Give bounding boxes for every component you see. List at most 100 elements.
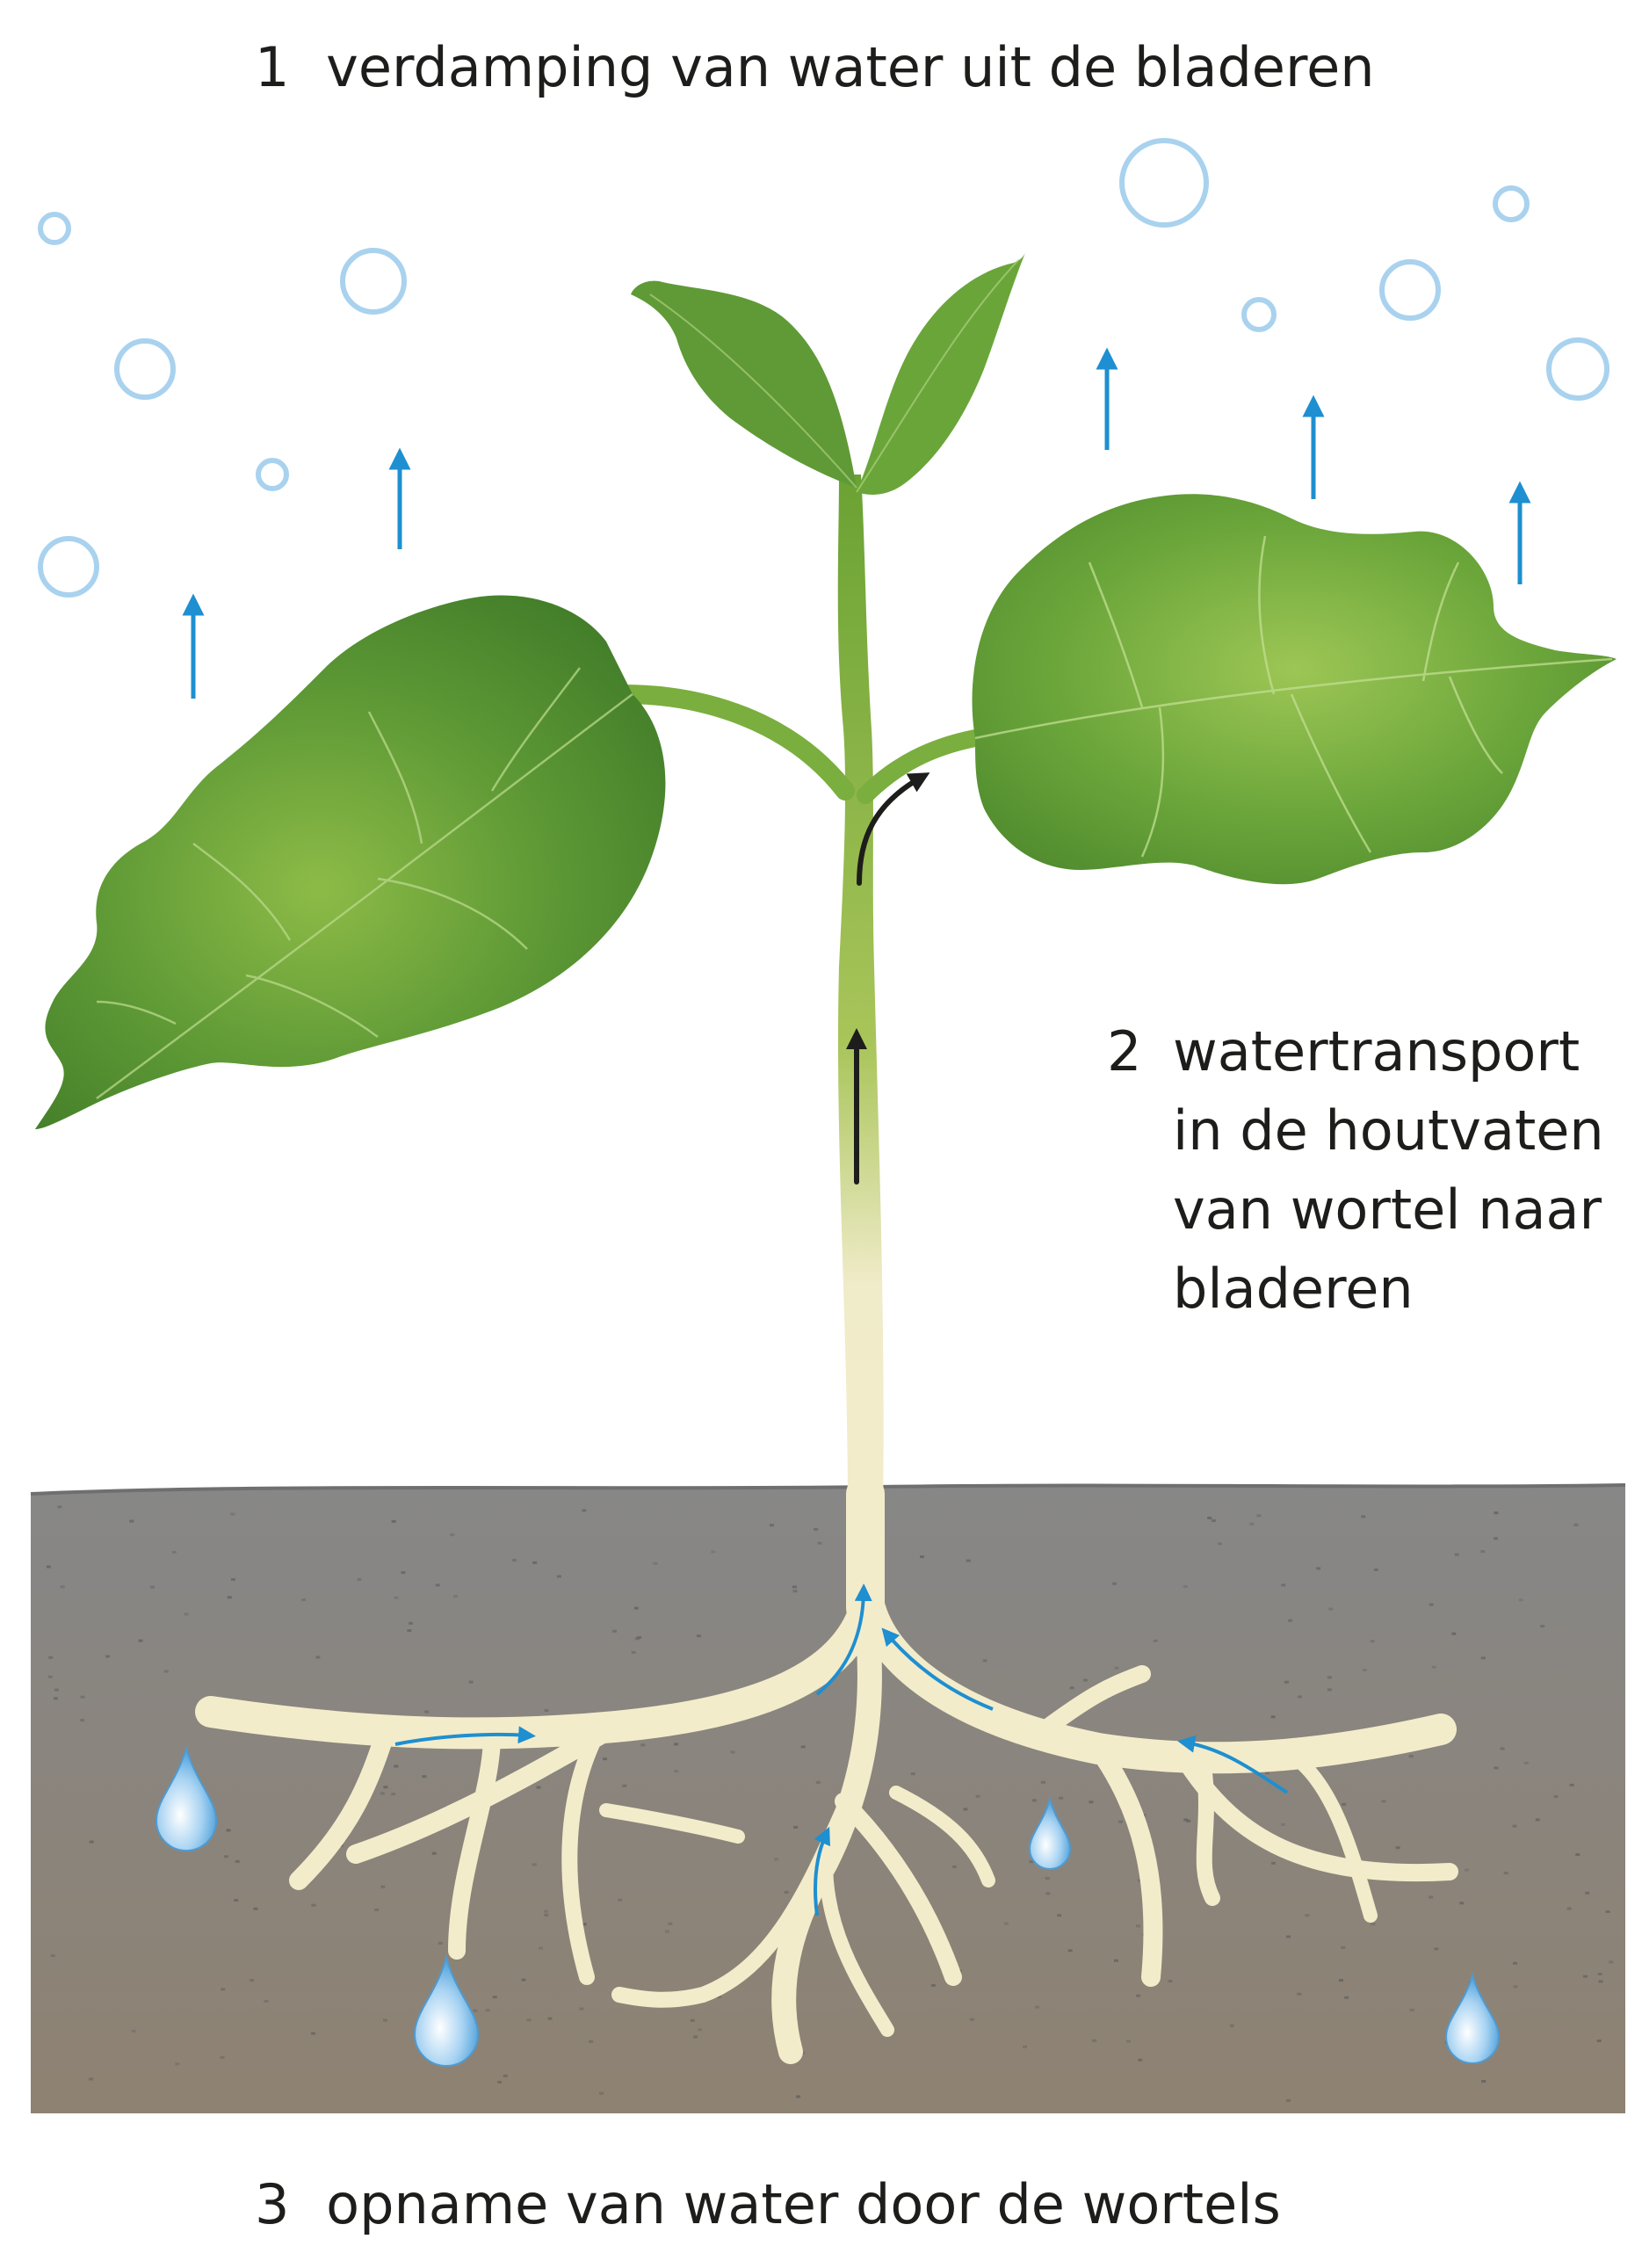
soil-speck (1138, 2059, 1142, 2061)
soil-speck (1524, 1762, 1529, 1764)
vapour-bubble (1244, 300, 1274, 330)
soil-speck (1045, 1892, 1050, 1895)
soil-speck (54, 1697, 58, 1699)
soil-speck (1004, 1923, 1009, 1925)
soil-speck (1597, 2040, 1602, 2042)
soil-speck (1481, 2080, 1486, 2083)
label-transport-line: in de houtvaten (1173, 1098, 1604, 1163)
soil-speck (1341, 1946, 1345, 1949)
soil-speck (817, 1542, 821, 1545)
soil-speck (548, 2018, 553, 2020)
soil-speck (139, 1640, 143, 1642)
soil-speck (952, 1866, 957, 1868)
soil-speck (1575, 1853, 1580, 1856)
soil-speck (235, 1860, 240, 1863)
soil-speck (374, 1909, 379, 1911)
soil-speck (1371, 1923, 1375, 1925)
soil-speck (105, 1656, 110, 1658)
soil-speck (436, 1583, 440, 1586)
soil-speck (1344, 1996, 1349, 1999)
soil-speck (522, 1979, 526, 1982)
soil-speck (486, 2009, 490, 2011)
soil-speck (539, 1947, 543, 1950)
top-left-leaf (631, 281, 857, 488)
soil-speck (1070, 1686, 1074, 1689)
soil-speck (1494, 1766, 1498, 1769)
soil-speck (1298, 1696, 1302, 1699)
soil-speck (1585, 1892, 1589, 1895)
soil-speck (1606, 1910, 1610, 1913)
soil-speck (1041, 1781, 1045, 1784)
soil-speck (228, 1596, 232, 1598)
soil-speck (1382, 1800, 1386, 1802)
soil-speck (1540, 1625, 1544, 1627)
soil-speck (493, 1996, 497, 1998)
vapour-bubble (258, 460, 286, 489)
soil-speck (1126, 2040, 1131, 2042)
label-transport-line: watertransport (1173, 1019, 1580, 1083)
soil-speck (438, 1942, 443, 1945)
soil-speck (665, 1931, 669, 1933)
soil-speck (150, 1586, 155, 1589)
soil-speck (1519, 1598, 1523, 1601)
soil-speck (1035, 2006, 1039, 2009)
soil-speck (1480, 1550, 1485, 1553)
soil-speck (653, 1562, 657, 1565)
soil-speck (394, 1765, 398, 1768)
right-petiole (865, 738, 975, 795)
soil-speck (1286, 2099, 1291, 2102)
soil-speck (432, 1852, 437, 1855)
label-evaporation-number: 1 (255, 35, 289, 99)
soil-speck (80, 1719, 84, 1721)
soil-speck (383, 1786, 387, 1788)
soil-speck (184, 1612, 189, 1615)
soil-speck (512, 1559, 517, 1562)
soil-speck (264, 2000, 269, 2003)
soil-speck (453, 1595, 458, 1598)
soil-speck (315, 1656, 320, 1659)
soil-speck (1451, 1633, 1456, 1635)
vapour-bubble (1495, 188, 1527, 220)
soil-speck (816, 1781, 821, 1784)
label-transport-line: van wortel naar (1173, 1177, 1602, 1242)
soil-speck (1361, 1515, 1365, 1518)
soil-speck (81, 1696, 85, 1699)
soil-speck (1059, 1797, 1063, 1800)
soil-speck (1271, 1715, 1276, 1718)
soil-speck (793, 1590, 798, 1592)
soil-speck (1045, 1877, 1050, 1880)
soil-speck (1342, 1803, 1346, 1806)
soil-speck (380, 1792, 385, 1794)
soil-speck (1183, 1585, 1188, 1588)
soil-speck (1092, 2040, 1096, 2042)
soil-speck (1154, 1640, 1158, 1642)
soil-speck (1429, 1896, 1433, 1899)
top-right-leaf (857, 250, 1026, 495)
soil-speck (1481, 1656, 1486, 1659)
soil-speck (911, 1772, 915, 1775)
soil-speck (801, 1745, 806, 1748)
soil-speck (785, 1891, 789, 1894)
soil-speck (603, 1757, 607, 1760)
soil-speck (1286, 1936, 1291, 1938)
soil-speck (674, 1743, 678, 1745)
soil-speck (1409, 1755, 1414, 1757)
soil-speck (1327, 1688, 1332, 1691)
vapour-bubble (40, 214, 69, 243)
soil-speck (711, 1551, 715, 1554)
soil-speck (1570, 1784, 1574, 1786)
soil-speck (640, 1743, 645, 1746)
soil-speck (1455, 1554, 1459, 1556)
soil-speck (634, 1607, 639, 1610)
soil-speck (1212, 1519, 1216, 1522)
soil-speck (1494, 1537, 1498, 1540)
label-transport-number: 2 (1107, 1019, 1141, 1083)
soil-speck (1136, 1924, 1140, 1927)
soil-speck (1598, 1973, 1602, 1975)
soil-speck (697, 1634, 701, 1637)
soil-speck (227, 1829, 231, 1831)
soil-speck (409, 1622, 413, 1625)
vapour-bubble (1122, 141, 1206, 225)
soil-speck (57, 1505, 61, 1508)
soil-speck (698, 2028, 702, 2031)
